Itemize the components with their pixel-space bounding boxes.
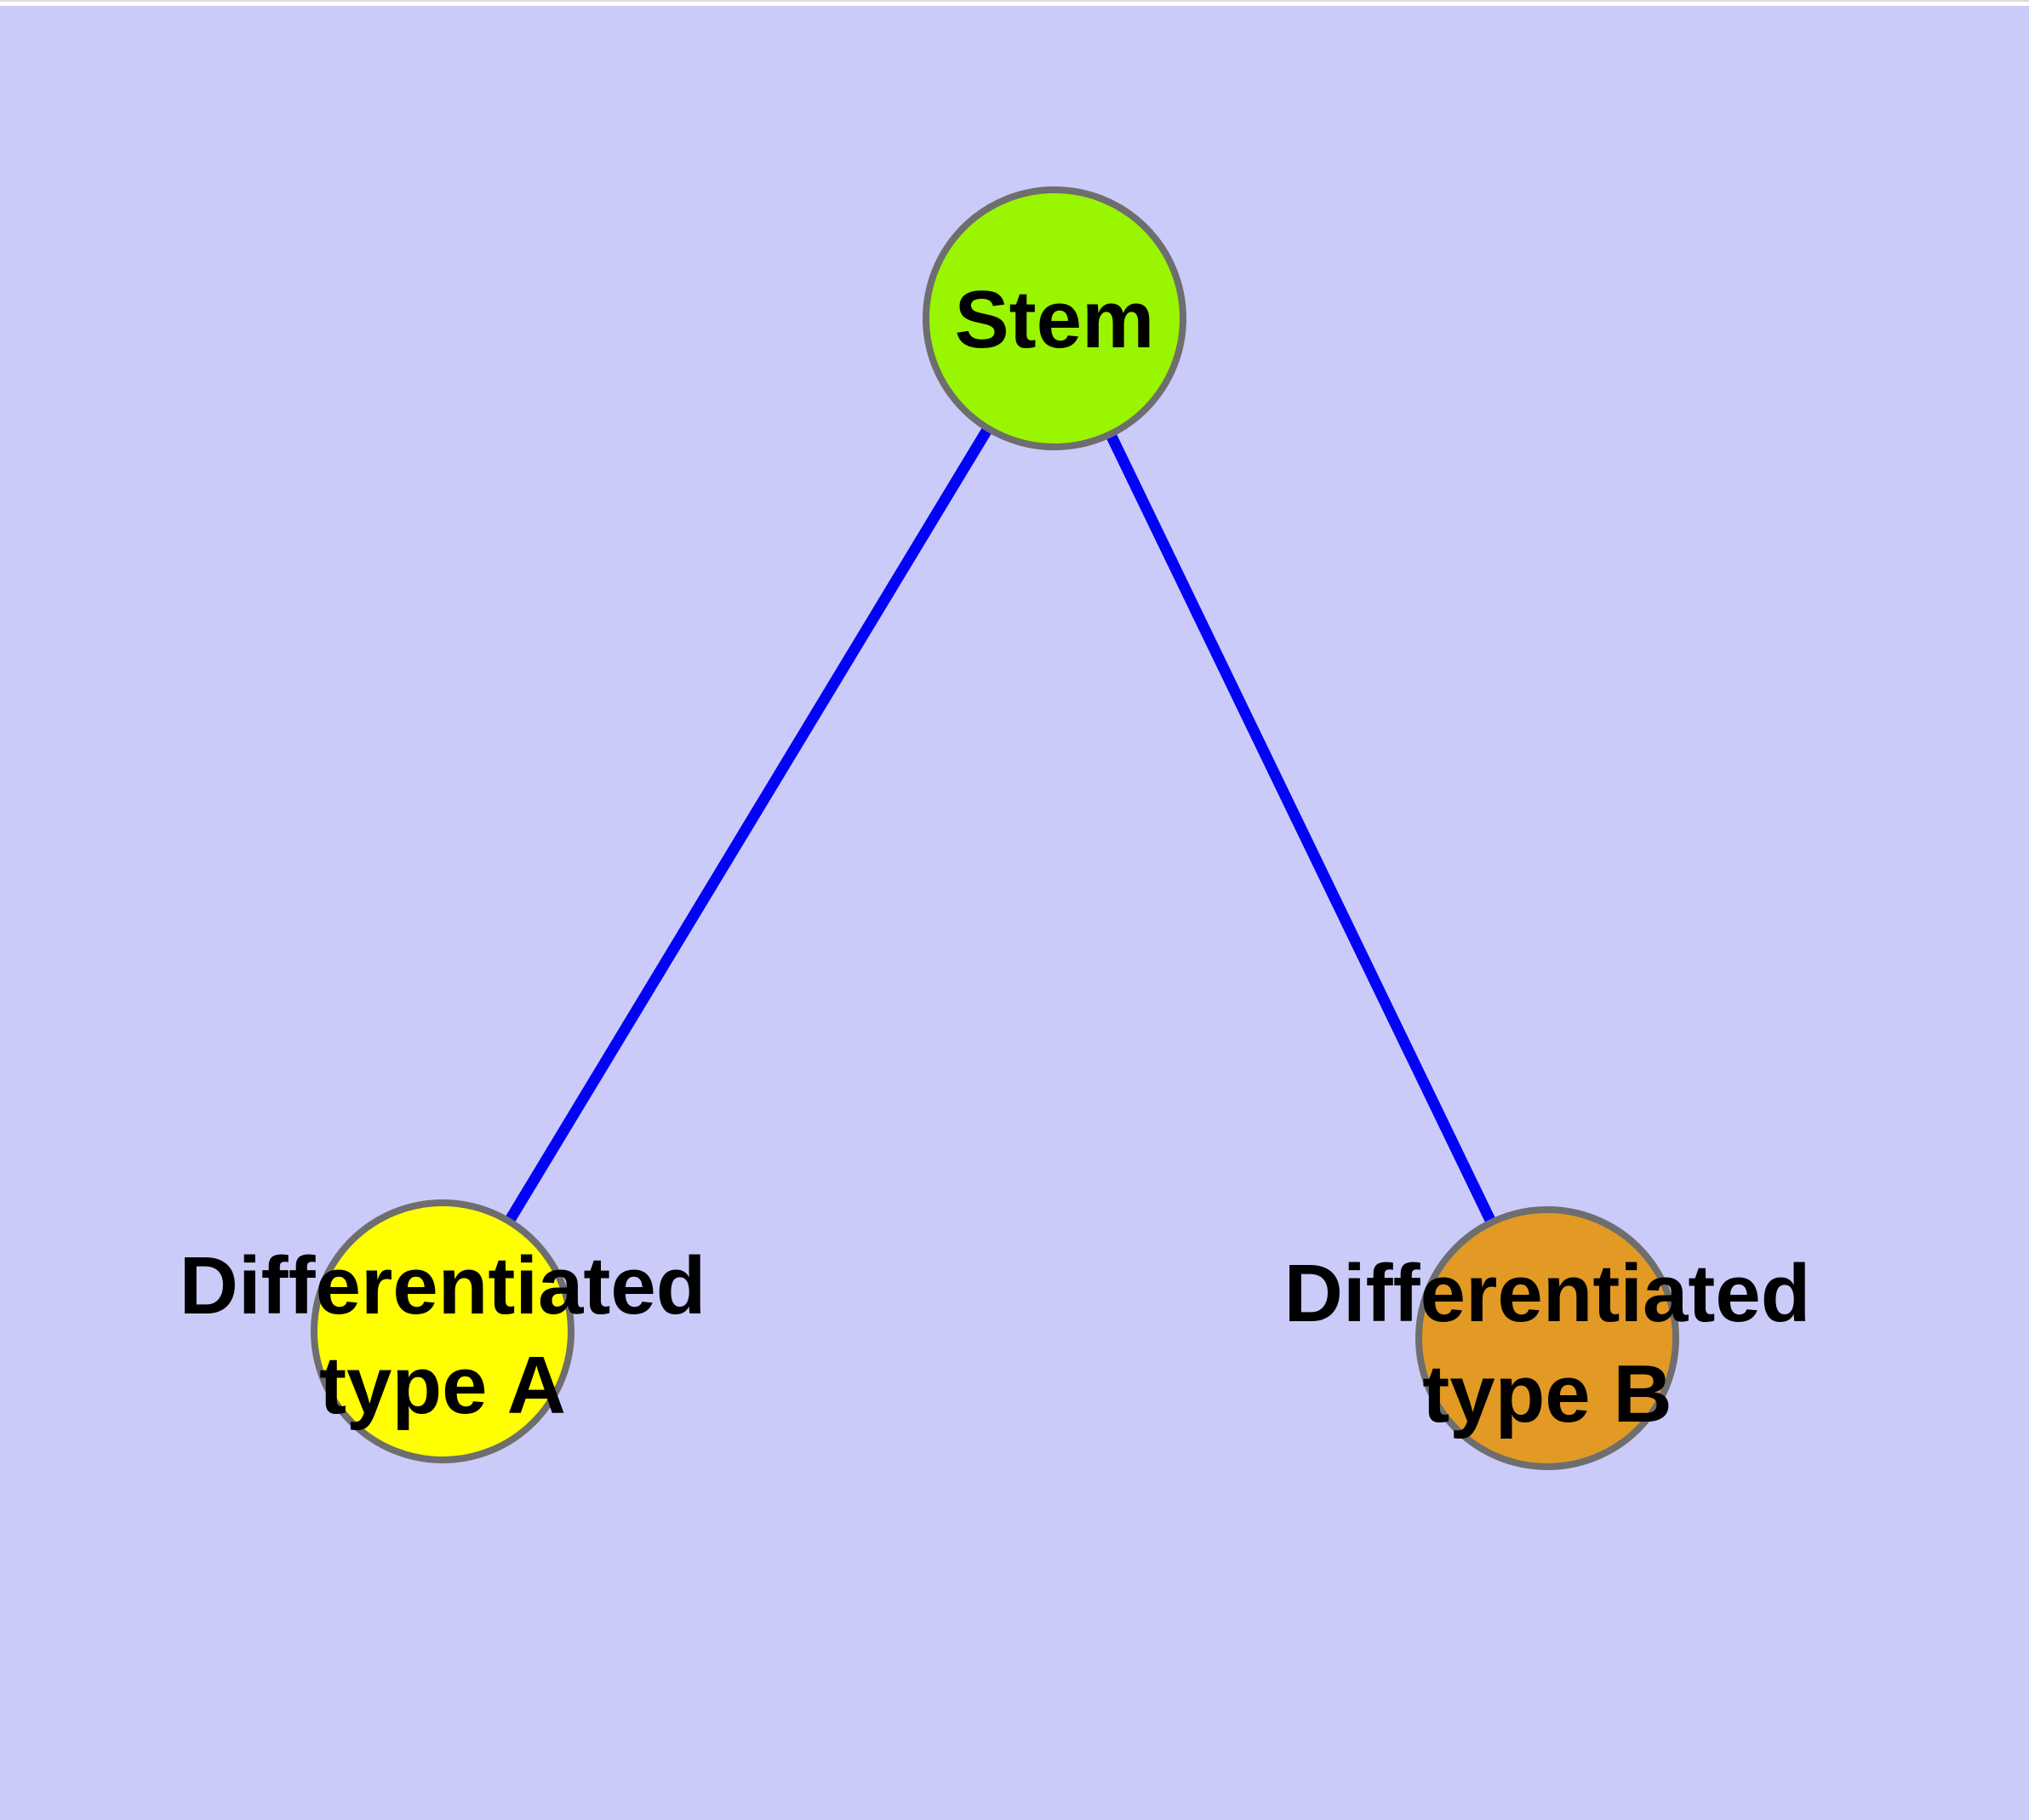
top-white-strip [0, 0, 2029, 6]
type-b-label-line2: type B [1422, 1348, 1672, 1439]
stem-label: Stem [955, 274, 1155, 365]
node-stem [923, 186, 1186, 450]
node-labels: Stem Differentiated type A Differentiate… [180, 274, 1811, 1439]
type-a-label-line1: Differentiated [180, 1240, 706, 1331]
nodes [311, 186, 1679, 1470]
edges [437, 315, 1552, 1341]
edge-stem-to-type-b [1049, 316, 1552, 1341]
type-a-label-line2: type A [319, 1340, 566, 1431]
node-differentiated-type-b [1415, 1206, 1679, 1470]
edge-stem-to-type-a [437, 315, 1060, 1335]
top-edge-hairline [0, 0, 2029, 2]
node-differentiated-type-a [311, 1199, 574, 1463]
type-b-label-line1: Differentiated [1284, 1248, 1811, 1339]
